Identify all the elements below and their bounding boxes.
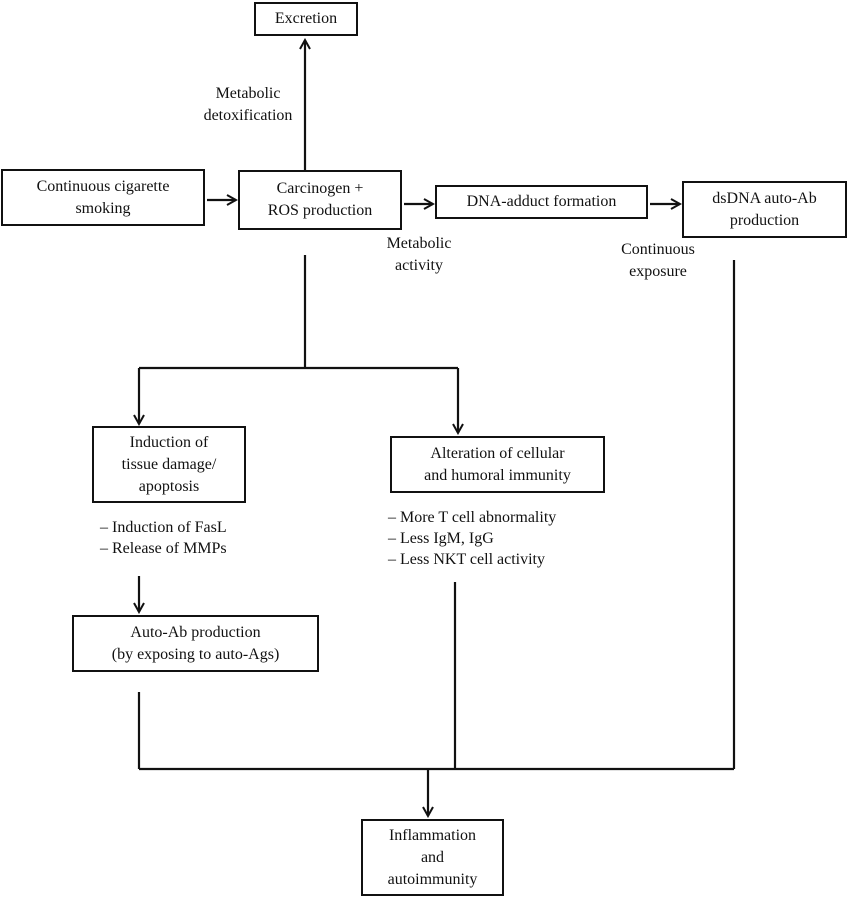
- immunity-item-2: – Less IgM, IgG: [388, 530, 494, 547]
- tissue-damage-text-line1: Induction of: [129, 433, 209, 451]
- inflammation-text-line3: autoimmunity: [387, 870, 478, 888]
- smoking-box: Continuous cigarette smoking: [1, 169, 205, 226]
- immunity-box: Alteration of cellular and humoral immun…: [390, 436, 605, 493]
- dsdna-text-line1: dsDNA auto-Ab: [712, 189, 817, 207]
- metabolic-activity-line2: activity: [395, 257, 443, 274]
- metabolic-activity-line1: Metabolic: [386, 235, 452, 252]
- carcinogen-text-line2: ROS production: [267, 202, 373, 219]
- tissue-damage-text-line2: tissue damage/: [121, 455, 217, 473]
- dna-adduct-box: DNA-adduct formation: [435, 185, 648, 219]
- immunity-list: – More T cell abnormality – Less IgM, Ig…: [388, 507, 556, 570]
- autoab-text-line1: Auto-Ab production: [130, 623, 261, 641]
- dsdna-text-line2: production: [729, 211, 800, 229]
- inflammation-box: Inflammation and autoimmunity: [361, 819, 504, 896]
- excretion-text: Excretion: [274, 10, 338, 27]
- continuous-exposure-label: Continuous exposure: [605, 239, 711, 283]
- metabolic-activity-label: Metabolic activity: [372, 233, 466, 277]
- immunity-item-3: – Less NKT cell activity: [388, 551, 545, 568]
- inflammation-text-line1: Inflammation: [388, 826, 477, 844]
- carcinogen-text-line1: Carcinogen +: [276, 180, 364, 197]
- smoking-text-line2: smoking: [75, 199, 131, 217]
- smoking-text-line1: Continuous cigarette: [36, 177, 170, 195]
- metabolic-detox-line1: Metabolic: [215, 85, 281, 102]
- tissue-damage-text-line3: apoptosis: [138, 477, 200, 495]
- immunity-text-line1: Alteration of cellular: [430, 444, 565, 462]
- excretion-box: Excretion: [254, 2, 358, 36]
- carcinogen-box: Carcinogen + ROS production: [238, 170, 402, 230]
- dna-adduct-text: DNA-adduct formation: [466, 193, 617, 210]
- immunity-item-1: – More T cell abnormality: [388, 509, 557, 526]
- metabolic-detox-line2: detoxification: [203, 107, 293, 124]
- continuous-exposure-line1: Continuous: [621, 241, 695, 258]
- tissue-damage-list: – Induction of FasL – Release of MMPs: [100, 517, 227, 559]
- inflammation-text-line2: and: [420, 848, 445, 866]
- autoab-text-line2: (by exposing to auto-Ags): [111, 645, 280, 663]
- autoab-box: Auto-Ab production (by exposing to auto-…: [72, 615, 319, 672]
- immunity-text-line2: and humoral immunity: [424, 466, 571, 484]
- tissue-item-2: – Release of MMPs: [100, 540, 227, 557]
- tissue-damage-box: Induction of tissue damage/ apoptosis: [92, 426, 246, 503]
- tissue-item-1: – Induction of FasL: [100, 519, 227, 536]
- metabolic-detoxification-label: Metabolic detoxification: [192, 83, 304, 127]
- dsdna-box: dsDNA auto-Ab production: [682, 181, 847, 238]
- continuous-exposure-line2: exposure: [629, 263, 687, 280]
